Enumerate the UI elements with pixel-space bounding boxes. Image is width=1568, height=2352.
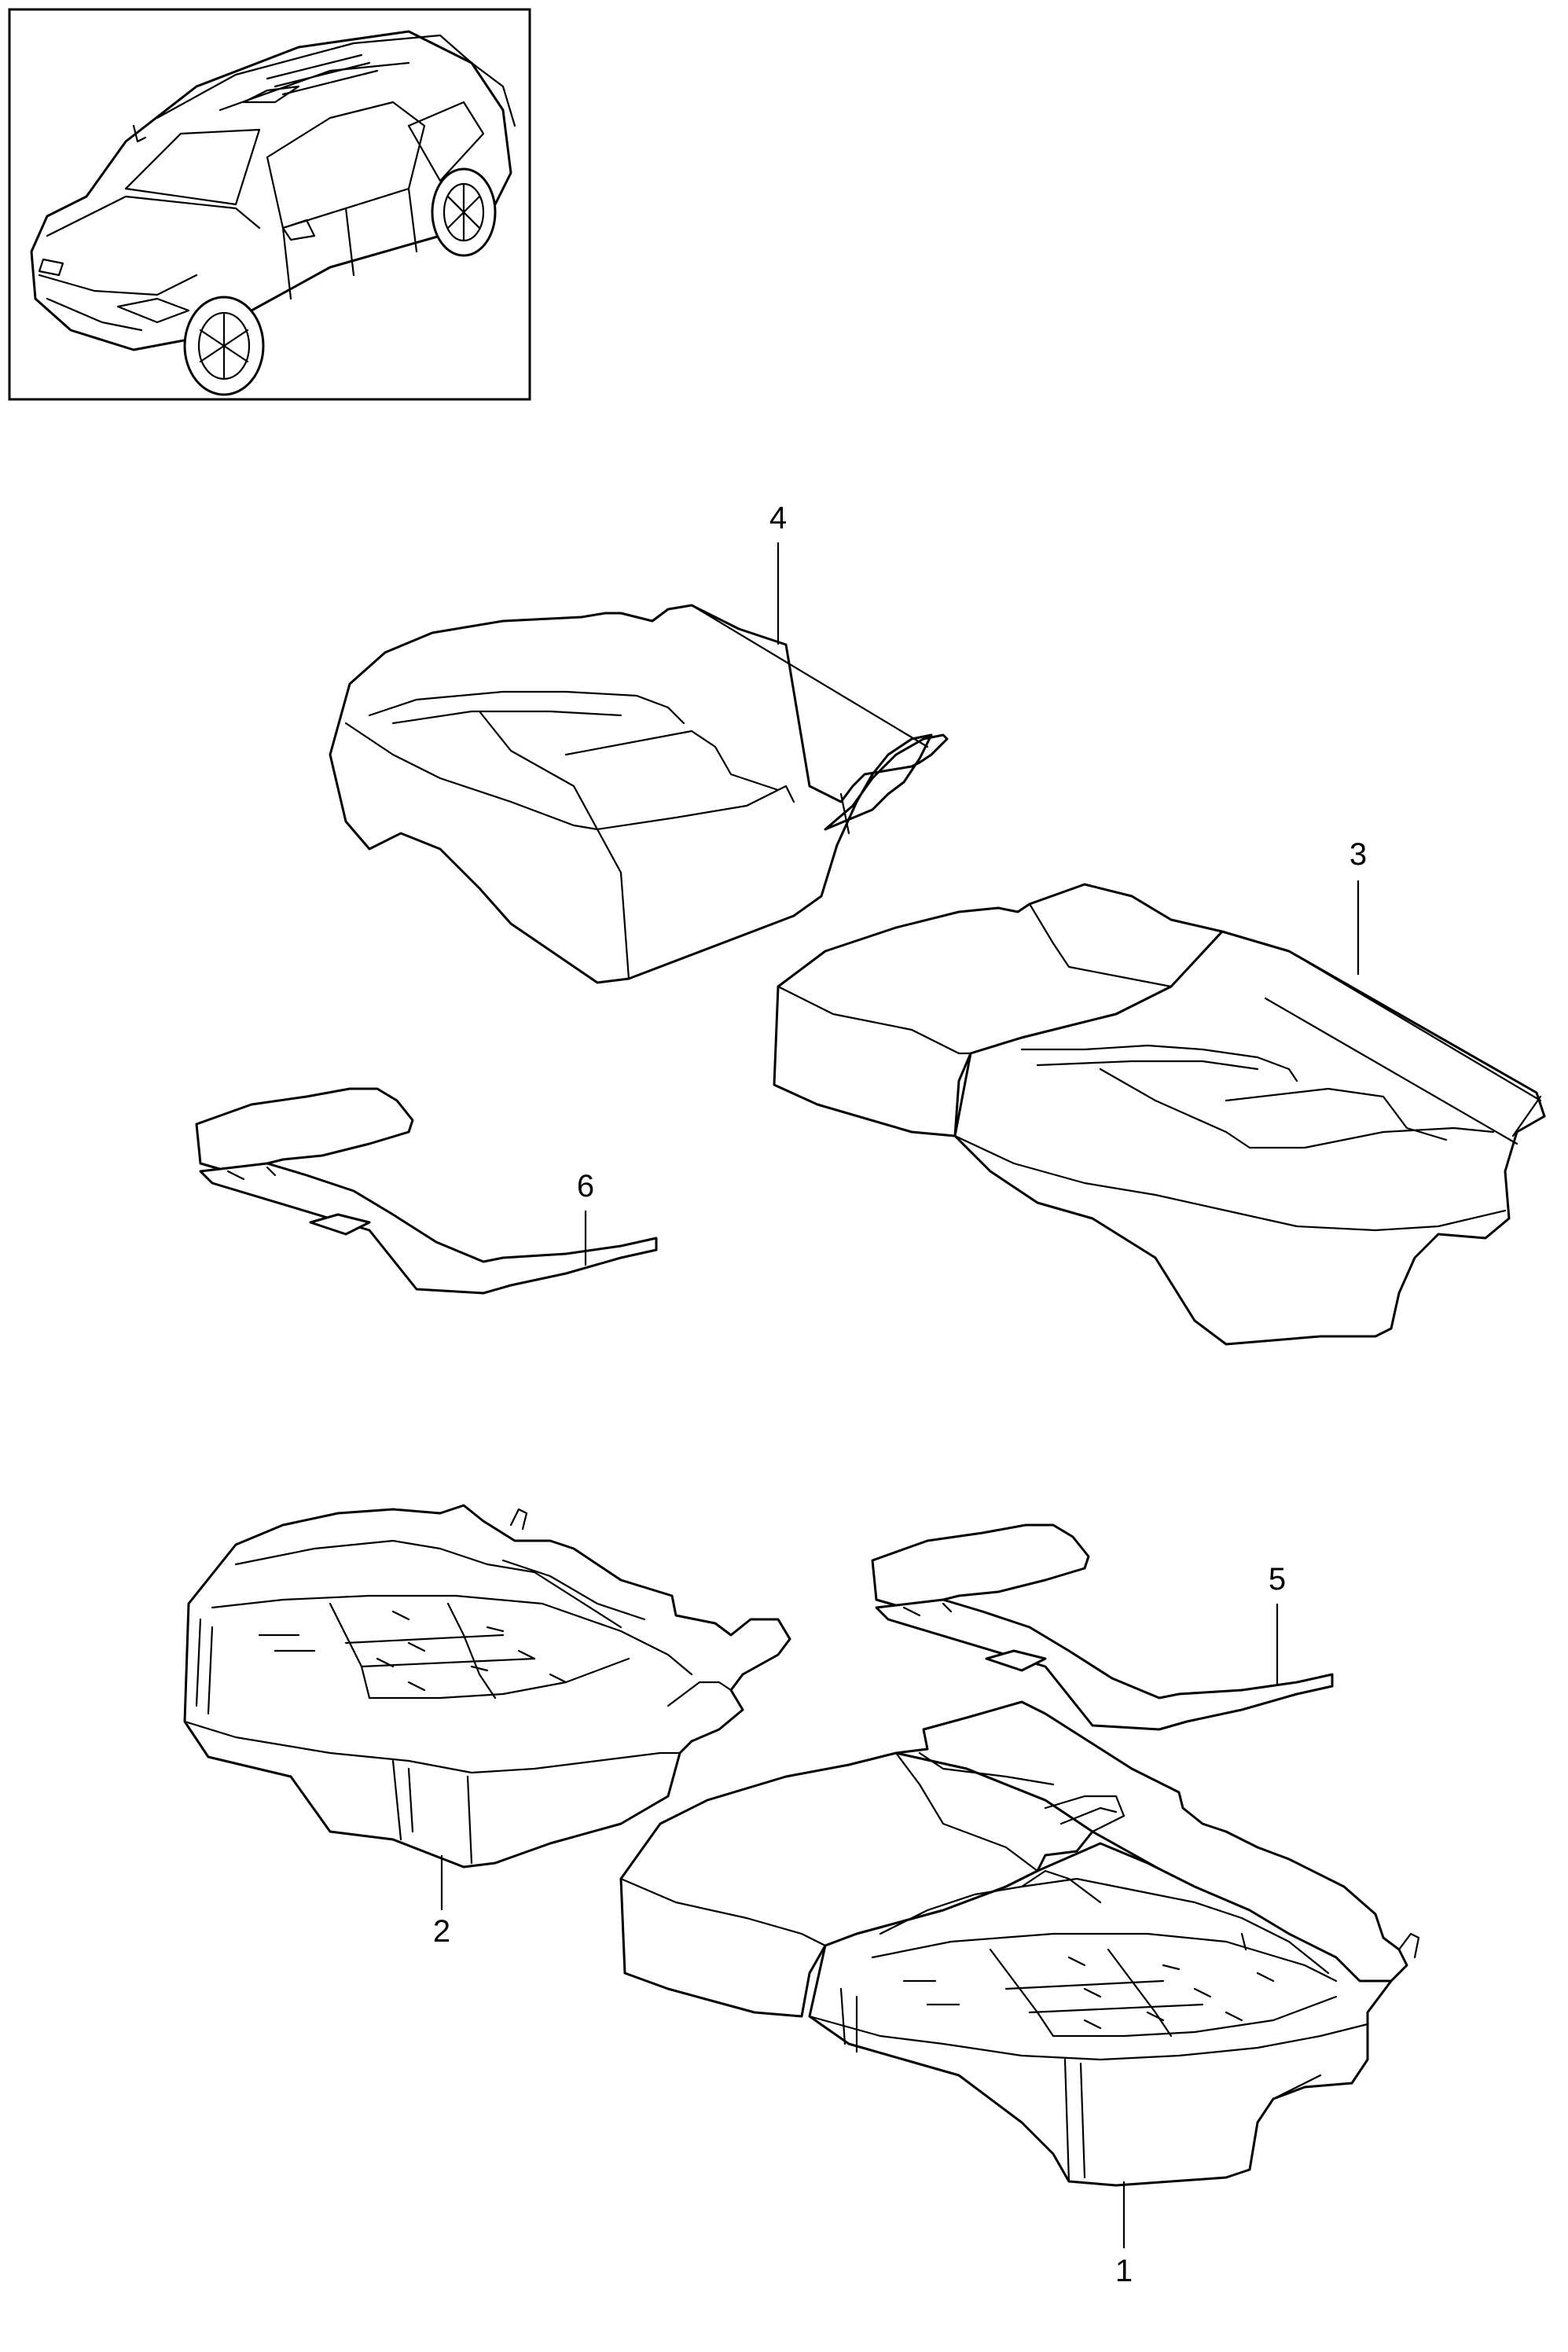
callout-labels: 4 3 6 5 2 1	[433, 501, 1367, 2288]
part-1-split-seat-foam	[619, 1700, 1420, 2187]
part-3-split-seat-cover	[773, 883, 1546, 1346]
leader-lines	[440, 542, 1360, 2248]
part-6-trim-panel	[195, 1087, 658, 1295]
callout-3: 3	[1350, 837, 1367, 872]
callout-1: 1	[1115, 2254, 1133, 2288]
part-4-seat-cover	[329, 604, 949, 984]
callout-6: 6	[577, 1169, 594, 1204]
callout-5: 5	[1269, 1562, 1286, 1597]
vehicle-thumbnail-icon	[30, 30, 516, 396]
part-2-seat-foam	[183, 1504, 791, 1869]
vehicle-thumbnail	[8, 8, 531, 401]
part-5-trim-panel	[871, 1523, 1334, 1731]
callout-2: 2	[433, 1914, 450, 1949]
callout-4: 4	[769, 501, 787, 535]
